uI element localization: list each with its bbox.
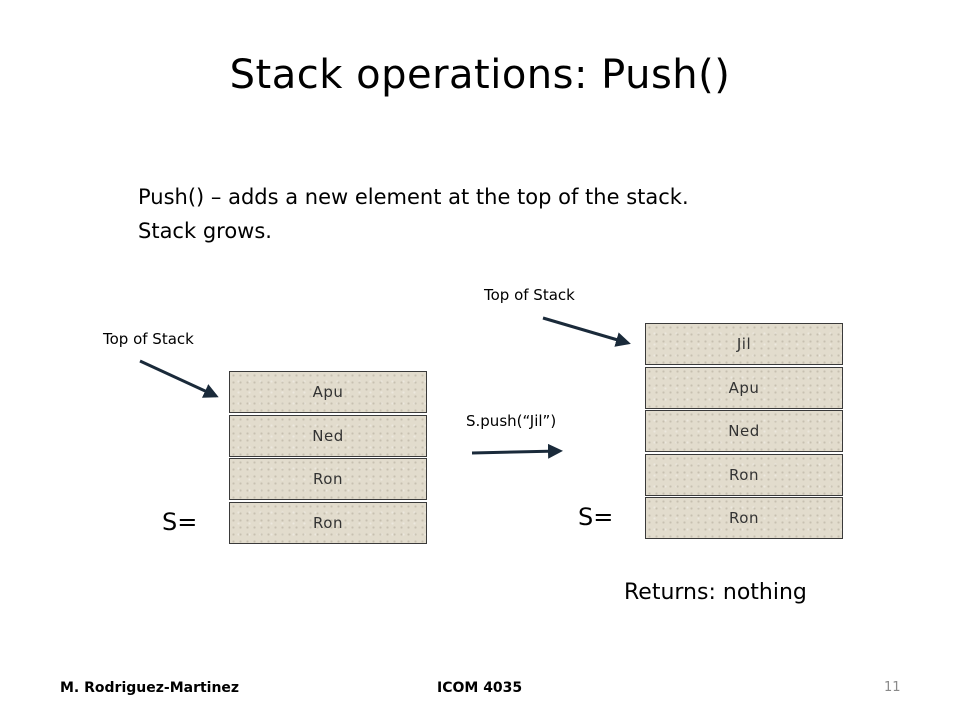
right-s-label: S= (578, 503, 614, 531)
push-operation-label: S.push(“Jil”) (466, 412, 557, 430)
left-stack-cell: Ron (229, 502, 427, 544)
right-top-pointer-arrow (542, 316, 631, 347)
left-stack-cell: Ron (229, 458, 427, 500)
slide-title: Stack operations: Push() (229, 52, 731, 98)
description-line-2: Stack grows. (138, 219, 272, 243)
left-stack-cell: Ned (229, 415, 427, 457)
returns-text: Returns: nothing (624, 580, 807, 605)
right-top-of-stack-label: Top of Stack (484, 286, 575, 304)
description: Push() – adds a new element at the top o… (138, 180, 689, 248)
footer-author: M. Rodriguez-Martinez (60, 680, 240, 696)
left-stack-cell: Apu (229, 371, 427, 413)
right-stack-cell: Ned (645, 410, 843, 452)
right-stack-cell: Apu (645, 367, 843, 409)
right-stack-cell: Ron (645, 497, 843, 539)
right-stack-cell: Jil (645, 323, 843, 365)
left-top-of-stack-label: Top of Stack (103, 330, 194, 348)
right-stack-cell: Ron (645, 454, 843, 496)
description-line-1: Push() – adds a new element at the top o… (138, 185, 689, 209)
footer-course: ICOM 4035 (437, 680, 523, 696)
page-number: 11 (884, 680, 901, 695)
left-top-pointer-arrow (139, 359, 219, 398)
push-direction-arrow (471, 443, 563, 459)
left-s-label: S= (162, 508, 198, 536)
